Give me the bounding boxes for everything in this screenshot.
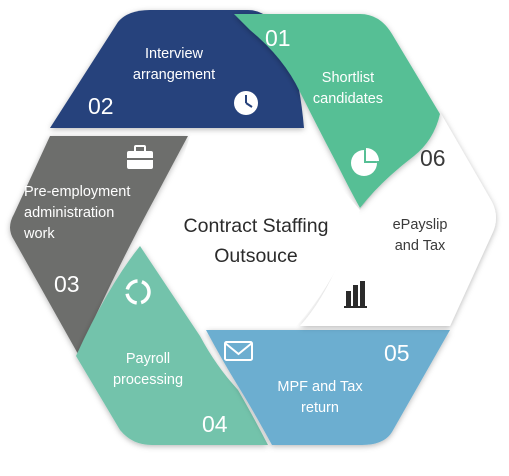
segment-03-shape <box>10 136 188 354</box>
pie-chart-icon <box>351 148 379 176</box>
segment-01-shape <box>234 14 440 208</box>
segment-01-label-line1: Shortlist <box>322 70 374 86</box>
segment-04-label-line2: processing <box>113 372 183 388</box>
segment-06-label-line2: and Tax <box>395 238 446 254</box>
center-title-line1: Contract Staffing <box>184 215 329 237</box>
segment-02-label-line1: Interview <box>145 46 204 62</box>
envelope-icon <box>224 341 253 361</box>
center-area <box>150 136 360 326</box>
segment-03-number: 03 <box>54 271 80 297</box>
segment-02-label-line2: arrangement <box>133 67 215 83</box>
segment-05-number: 05 <box>384 340 410 366</box>
briefcase-icon <box>127 145 153 169</box>
cycle-arrows-icon <box>125 279 151 305</box>
segment-04-shape <box>76 246 268 445</box>
segment-03-label-line3: work <box>23 226 55 242</box>
bar-chart-icon <box>344 281 367 308</box>
segment-06-label-line1: ePayslip <box>393 217 448 233</box>
segment-01-label-line2: candidates <box>313 91 383 107</box>
segment-06-number: 06 <box>420 145 446 171</box>
segment-05-label-line1: MPF and Tax <box>277 379 363 395</box>
segment-02-number: 02 <box>88 93 114 119</box>
clock-icon <box>234 91 258 115</box>
segment-01-number: 01 <box>265 25 291 51</box>
segment-06-shape <box>300 112 496 326</box>
segment-03-label-line1: Pre-employment <box>24 184 130 200</box>
segment-04-label-line1: Payroll <box>126 351 170 367</box>
center-title-line2: Outsouce <box>214 245 297 267</box>
segment-03-label-line2: administration <box>24 205 114 221</box>
segment-05-shape <box>206 330 450 445</box>
segment-04-number: 04 <box>202 411 228 437</box>
segment-05-label-line2: return <box>301 400 339 416</box>
